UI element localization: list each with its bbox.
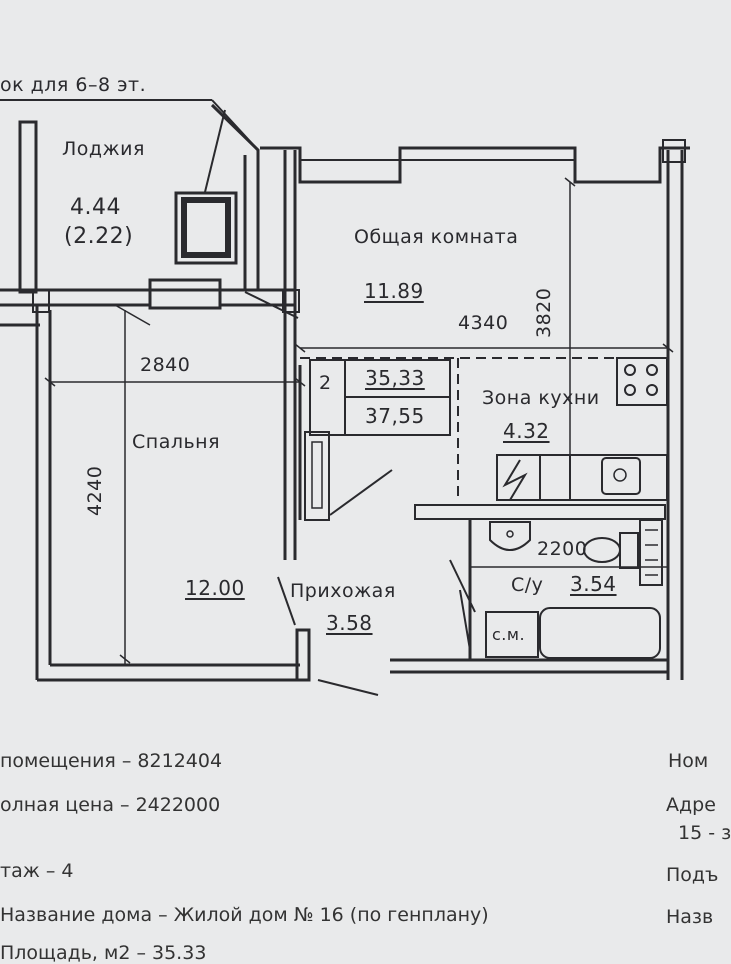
bathroom-wall-top — [414, 504, 666, 520]
loggia-area-reduced: (2.22) — [64, 224, 134, 249]
floor-plan — [0, 99, 690, 696]
bedroom-depth-dim: 4240 — [84, 465, 106, 516]
stove — [616, 357, 668, 406]
washbasin — [489, 521, 531, 551]
living-width-dim: 4340 — [458, 312, 509, 334]
radiator — [304, 431, 330, 521]
bedroom-name: Спальня — [132, 431, 221, 453]
info-left-1: олная цена – 2422000 — [0, 794, 221, 816]
info-right-4: Назв — [666, 906, 714, 928]
stamp-area-living: 35,33 — [365, 366, 425, 390]
bedroom-width-dim: 2840 — [140, 354, 191, 376]
loggia-wall-left — [18, 120, 38, 294]
bathroom-area: 3.54 — [570, 572, 617, 596]
toilet — [583, 537, 621, 563]
living-room-area: 11.89 — [364, 279, 424, 303]
ventilation-shaft — [174, 191, 238, 265]
kitchen-name: Зона кухни — [482, 387, 600, 409]
living-room-name: Общая комната — [354, 226, 519, 248]
info-left-0: помещения – 8212404 — [0, 750, 223, 772]
washer-label: с.м. — [492, 625, 526, 644]
kitchen-area: 4.32 — [503, 419, 550, 443]
stamp-area-total: 37,55 — [365, 404, 425, 428]
bedroom-area: 12.00 — [185, 576, 245, 600]
info-right-2: 15 - з — [678, 822, 731, 844]
hall-name: Прихожая — [290, 580, 396, 602]
info-right-0: Ном — [668, 750, 709, 772]
living-depth-dim: 3820 — [533, 287, 555, 338]
loggia-area: 4.44 — [70, 195, 121, 220]
kitchen-sink — [601, 457, 641, 495]
bathtub — [539, 607, 661, 659]
info-right-3: Подъ — [666, 864, 719, 886]
hall-area: 3.58 — [326, 611, 373, 635]
stamp-rooms: 2 — [319, 372, 332, 394]
bath-width-dim: 2200 — [537, 538, 588, 560]
info-left-2: таж – 4 — [0, 860, 74, 882]
info-left-3: Название дома – Жилой дом № 16 (по генпл… — [0, 904, 489, 926]
plan-note: ок для 6–8 эт. — [0, 74, 147, 96]
loggia-name: Лоджия — [62, 138, 145, 160]
info-right-1: Адре — [666, 794, 716, 816]
bathroom-name: С/у — [511, 574, 544, 596]
washing-machine — [485, 611, 539, 658]
info-left-4: Площадь, м2 – 35.33 — [0, 942, 207, 964]
